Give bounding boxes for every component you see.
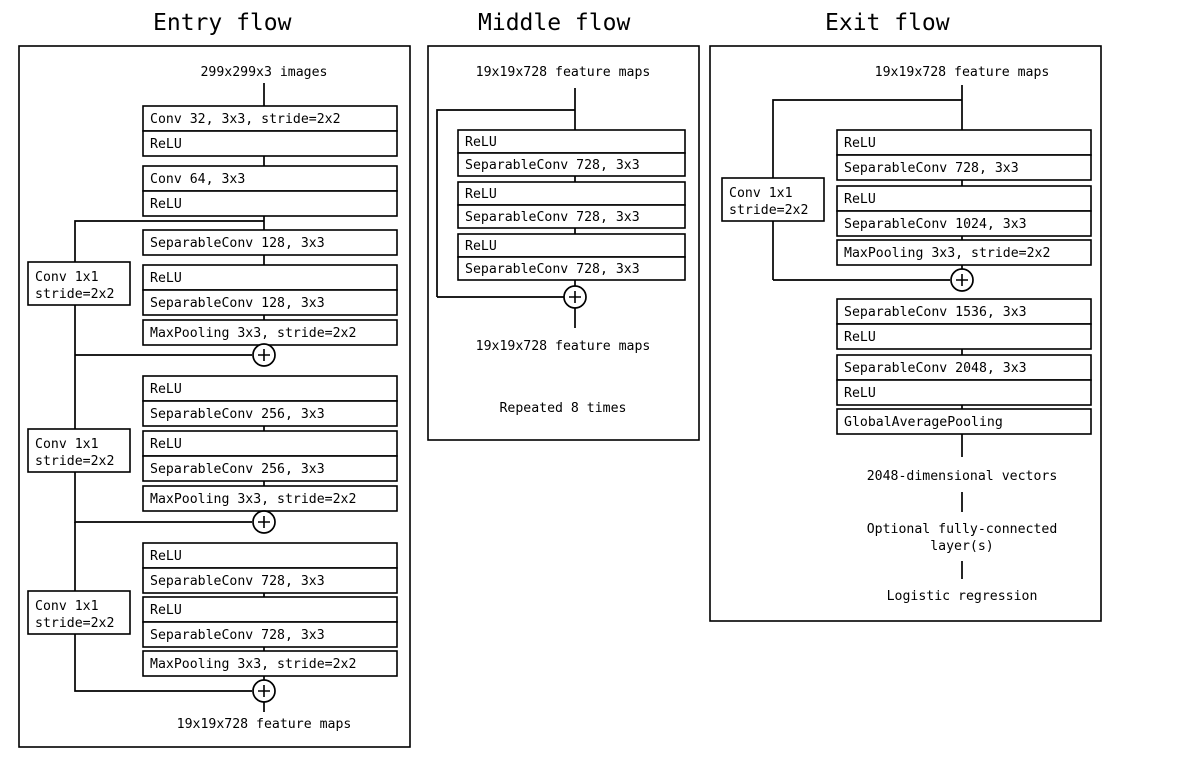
exit-block-sepconv2048 [836,354,1092,381]
middle-input-label: 19x19x728 feature maps [476,65,651,80]
exit-shortcut-conv [721,177,825,222]
exit-block-relu-3 [836,323,1092,350]
entry-skip-wire-3 [74,522,252,692]
entry-block-relu-7-label: ReLU [150,603,182,618]
entry-block-relu-6-label: ReLU [150,549,182,564]
entry-block-relu-1-label: ReLU [150,137,182,152]
entry-block-relu-5-label: ReLU [150,437,182,452]
middle-repeat-label: Repeated 8 times [499,401,626,416]
entry-block-relu-2-label: ReLU [150,197,182,212]
exit-block-sepconv2048-label: SeparableConv 2048, 3x3 [844,361,1027,376]
entry-block-relu-1 [142,130,398,157]
exit-tail-label-vectors: 2048-dimensional vectors [867,469,1058,484]
entry-shortcut-conv-2-line1: Conv 1x1 [35,437,99,452]
exit-block-sepconv728-label: SeparableConv 728, 3x3 [844,161,1019,176]
middle-block-relu-1-label: ReLU [465,135,497,150]
entry-block-relu-3-label: ReLU [150,271,182,286]
entry-adder-3 [252,679,276,703]
entry-block-conv32 [142,105,398,132]
middle-block-sepconv-3 [457,256,686,281]
entry-block-relu-4-label: ReLU [150,382,182,397]
middle-flow-title: Middle flow [478,10,630,36]
entry-adder-2 [252,510,276,534]
entry-shortcut-conv-3-line2: stride=2x2 [35,616,114,631]
exit-block-gap [836,408,1092,435]
entry-skip-wire-1 [74,220,264,355]
entry-block-relu-7 [142,596,398,623]
entry-shortcut-conv-1-line1: Conv 1x1 [35,270,99,285]
exit-block-gap-label: GlobalAveragePooling [844,415,1003,430]
entry-flow-title: Entry flow [153,10,292,36]
entry-block-sepconv128-a-label: SeparableConv 128, 3x3 [150,236,325,251]
middle-block-sepconv-3-label: SeparableConv 728, 3x3 [465,262,640,277]
exit-tail-label-logistic: Logistic regression [887,589,1038,604]
entry-block-conv64-label: Conv 64, 3x3 [150,172,245,187]
entry-adder-1 [252,343,276,367]
entry-block-relu-3 [142,264,398,291]
exit-block-sepconv1536-label: SeparableConv 1536, 3x3 [844,305,1027,320]
exit-block-sepconv1024 [836,210,1092,237]
exit-tail-label-fc-line2: layer(s) [930,539,994,554]
entry-block-conv64 [142,165,398,192]
entry-block-relu-6 [142,542,398,569]
entry-input-label: 299x299x3 images [200,65,327,80]
entry-block-maxpool-3-label: MaxPooling 3x3, stride=2x2 [150,657,356,672]
entry-block-maxpool-2 [142,485,398,512]
entry-block-sepconv728-a-label: SeparableConv 728, 3x3 [150,574,325,589]
exit-block-sepconv728 [836,154,1092,181]
entry-block-maxpool-1 [142,319,398,346]
exit-adder [950,268,974,292]
entry-block-relu-4 [142,375,398,402]
entry-block-maxpool-3 [142,650,398,677]
middle-block-sepconv-1-label: SeparableConv 728, 3x3 [465,158,640,173]
exit-flow-panel: Exit flow 19x19x728 feature maps Conv 1x… [709,10,1102,622]
middle-block-sepconv-2 [457,204,686,229]
entry-shortcut-conv-2 [27,428,131,473]
entry-block-sepconv128-a [142,229,398,256]
entry-output-label: 19x19x728 feature maps [177,717,352,732]
exit-block-relu-4-label: ReLU [844,386,876,401]
entry-block-conv32-label: Conv 32, 3x3, stride=2x2 [150,112,341,127]
entry-block-sepconv256-a-label: SeparableConv 256, 3x3 [150,407,325,422]
middle-block-sepconv-2-label: SeparableConv 728, 3x3 [465,210,640,225]
exit-block-relu-2 [836,185,1092,212]
entry-flow-panel: Entry flow 299x299x3 images Conv 32, 3x3… [18,10,411,748]
exit-block-sepconv1024-label: SeparableConv 1024, 3x3 [844,217,1027,232]
entry-block-sepconv128-b [142,289,398,316]
entry-block-sepconv128-b-label: SeparableConv 128, 3x3 [150,296,325,311]
exit-block-maxpool [836,239,1092,266]
entry-block-sepconv728-b [142,621,398,648]
entry-shortcut-conv-2-line2: stride=2x2 [35,454,114,469]
middle-skip-wire [436,109,575,297]
entry-shortcut-conv-1 [27,261,131,306]
entry-block-sepconv256-a [142,400,398,427]
entry-block-sepconv728-a [142,567,398,594]
exit-shortcut-conv-line2: stride=2x2 [729,203,808,218]
entry-shortcut-conv-3 [27,590,131,635]
middle-adder [563,285,587,309]
entry-block-sepconv256-b [142,455,398,482]
exit-block-relu-1-label: ReLU [844,136,876,151]
middle-block-relu-2-label: ReLU [465,187,497,202]
exit-block-relu-4 [836,379,1092,406]
entry-shortcut-conv-1-line2: stride=2x2 [35,287,114,302]
exit-input-label: 19x19x728 feature maps [875,65,1050,80]
entry-block-sepconv728-b-label: SeparableConv 728, 3x3 [150,628,325,643]
entry-shortcut-conv-3-line1: Conv 1x1 [35,599,99,614]
entry-block-maxpool-1-label: MaxPooling 3x3, stride=2x2 [150,326,356,341]
middle-flow-panel: Middle flow 19x19x728 feature maps ReLU … [427,10,700,441]
exit-block-relu-2-label: ReLU [844,192,876,207]
exit-block-relu-3-label: ReLU [844,330,876,345]
exit-tail-label-fc-line1: Optional fully-connected [867,522,1058,537]
exit-block-maxpool-label: MaxPooling 3x3, stride=2x2 [844,246,1050,261]
exit-flow-title: Exit flow [825,10,950,36]
entry-block-maxpool-2-label: MaxPooling 3x3, stride=2x2 [150,492,356,507]
middle-output-label: 19x19x728 feature maps [476,339,651,354]
entry-block-relu-2 [142,190,398,217]
exit-shortcut-conv-line1: Conv 1x1 [729,186,793,201]
middle-block-relu-3-label: ReLU [465,239,497,254]
middle-block-sepconv-1 [457,152,686,177]
entry-block-sepconv256-b-label: SeparableConv 256, 3x3 [150,462,325,477]
